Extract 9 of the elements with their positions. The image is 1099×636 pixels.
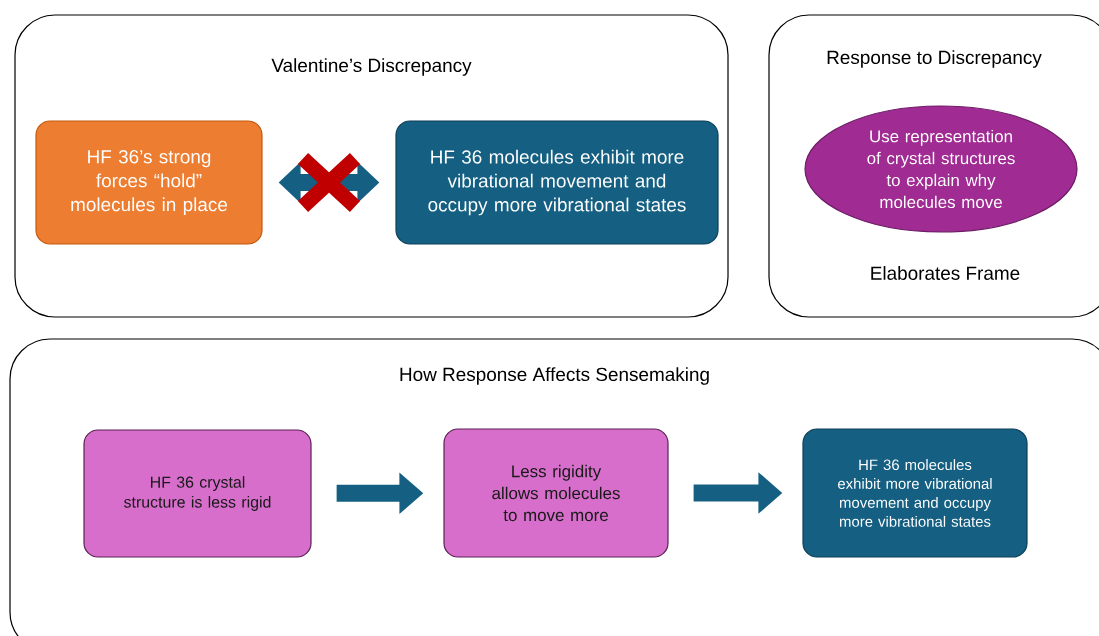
panel-heading: Response to Discrepancy bbox=[827, 50, 1042, 68]
process-box: HF 36 crystal structure is less rigid bbox=[83, 429, 312, 558]
process-box: HF 36 molecules exhibit more vibrational movement and occupy more vibrational states bbox=[395, 120, 719, 245]
process-box: Less rigidity allows molecules to move more bbox=[443, 428, 669, 558]
frame-label: Elaborates Frame bbox=[871, 266, 1020, 280]
process-box: HF 36 molecules exhibit more vibrational movement and occupy more vibrational states bbox=[802, 428, 1028, 558]
panel-heading: Valentine’s Discrepancy bbox=[271, 58, 472, 76]
process-box: HF 36’s strong forces “hold” molecules in place bbox=[35, 120, 263, 245]
panel-heading: How Response Affects Sensemaking bbox=[400, 367, 709, 385]
